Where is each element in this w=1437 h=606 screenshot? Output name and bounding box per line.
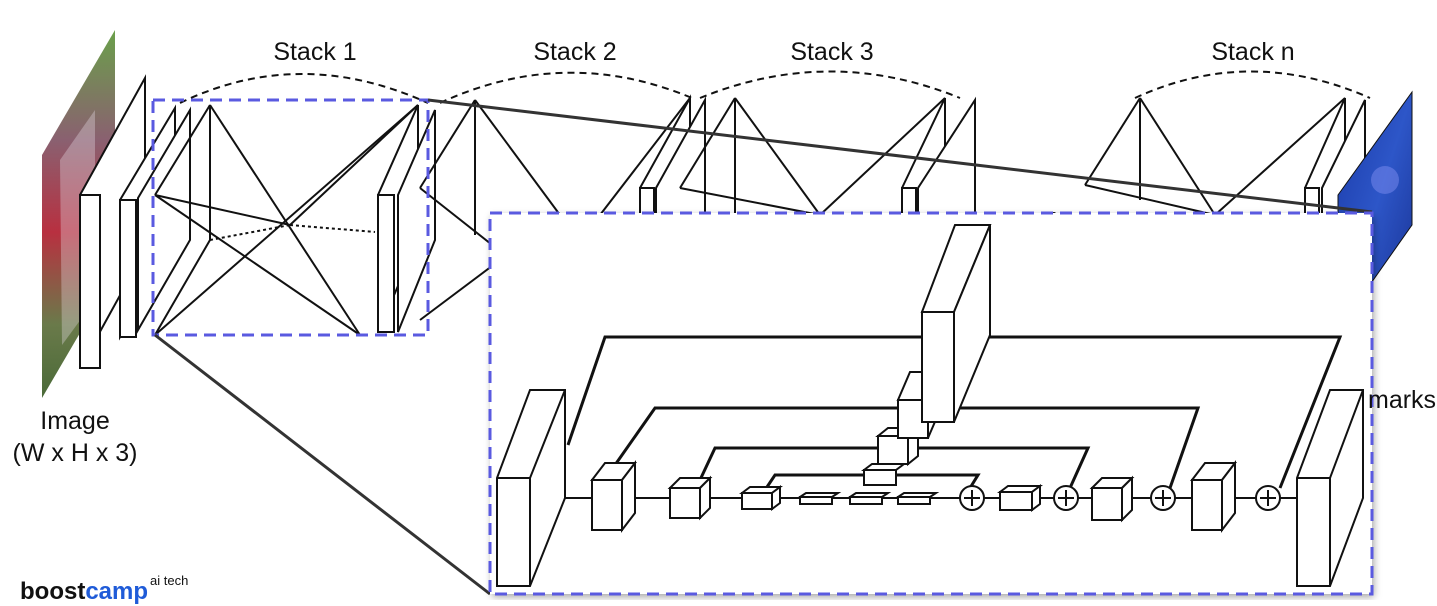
add-nodes xyxy=(959,485,1281,511)
stack-1-hourglass xyxy=(154,104,436,336)
stack-1-label: Stack 1 xyxy=(273,38,357,66)
zoom-connector-lines xyxy=(154,98,1373,596)
stack-arcs xyxy=(179,70,1371,104)
brand-word1: boost xyxy=(20,578,86,605)
hourglass-module-zoom xyxy=(488,211,1374,596)
zoom-highlight-box xyxy=(488,211,1374,596)
image-label: Image (W x H x 3) xyxy=(0,405,150,469)
stack-3-label: Stack 3 xyxy=(790,38,874,66)
stack-1-highlight-box xyxy=(151,98,430,337)
stack-n-label: Stack n xyxy=(1211,38,1295,66)
initial-conv-blocks xyxy=(79,74,191,369)
image-label-line1: Image xyxy=(40,407,110,435)
brand-word2: camp xyxy=(85,578,149,605)
brand-suffix: ai tech xyxy=(150,573,189,588)
stack-2-label: Stack 2 xyxy=(533,38,617,66)
output-label: marks xyxy=(1368,386,1437,414)
image-label-line2: (W x H x 3) xyxy=(12,439,138,467)
